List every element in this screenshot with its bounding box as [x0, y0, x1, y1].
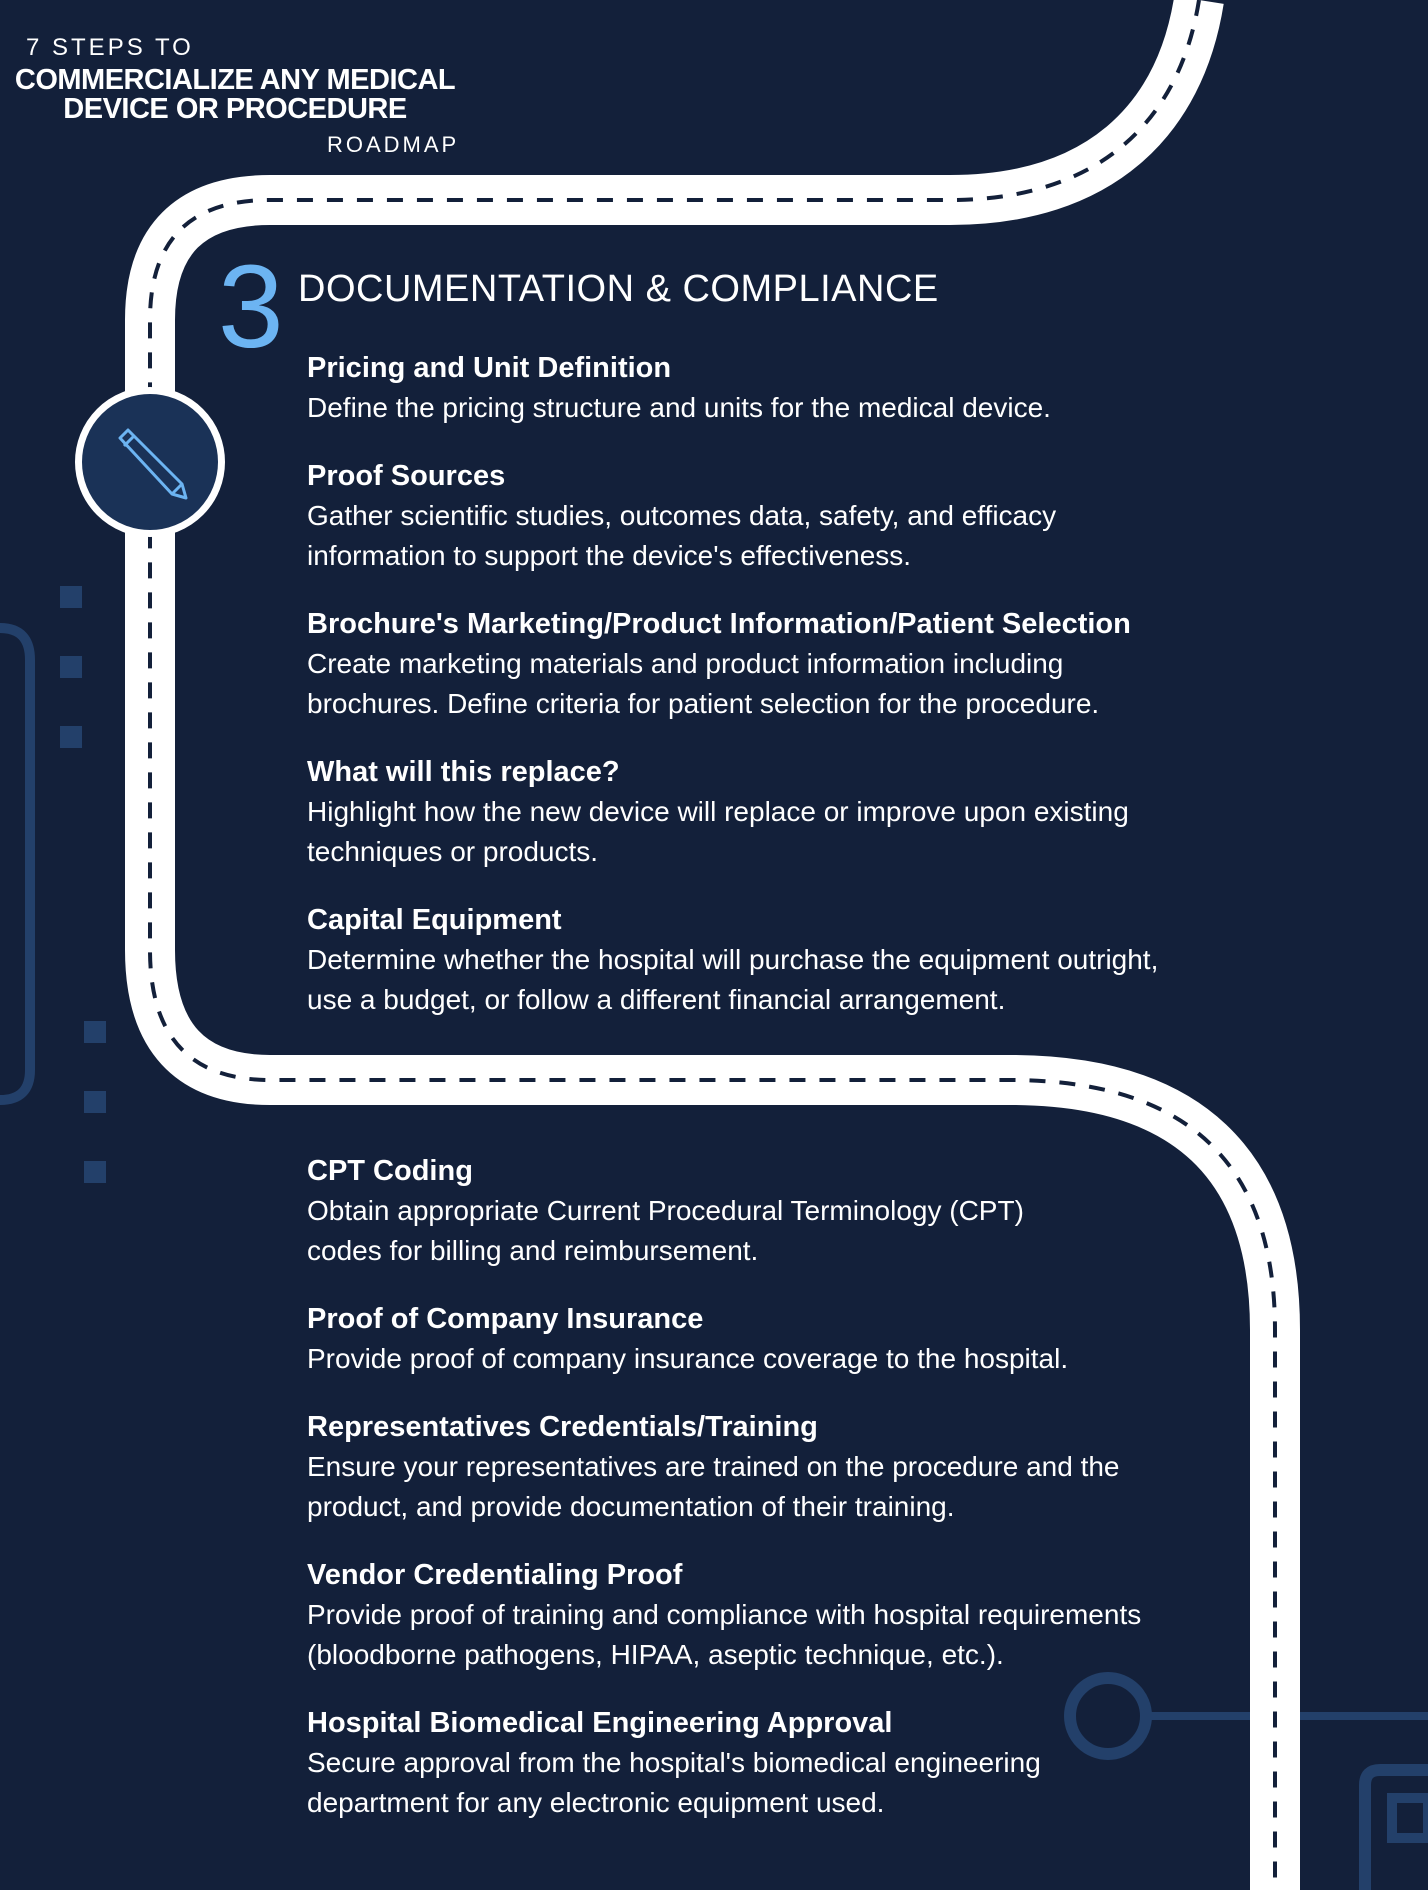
item-text: product, and provide documentation of th…	[307, 1491, 955, 1522]
item-text: Provide proof of company insurance cover…	[307, 1343, 1069, 1374]
section-list-top: Pricing and Unit Definition Define the p…	[307, 348, 1307, 1048]
list-item: CPT Coding Obtain appropriate Current Pr…	[307, 1151, 1307, 1271]
item-heading: What will this replace?	[307, 756, 620, 788]
item-text: Gather scientific studies, outcomes data…	[307, 500, 1057, 531]
item-text: Ensure your representatives are trained …	[307, 1451, 1120, 1482]
item-text: Obtain appropriate Current Procedural Te…	[307, 1195, 1024, 1226]
item-text: department for any electronic equipment …	[307, 1787, 885, 1818]
item-heading: Representatives Credentials/Training	[307, 1411, 818, 1443]
decorative-shapes	[60, 586, 106, 1183]
list-item: Hospital Biomedical Engineering Approval…	[307, 1703, 1307, 1823]
main-title: COMMERCIALIZE ANY MEDICAL DEVICE OR PROC…	[0, 66, 470, 124]
list-item: Representatives Credentials/Training Ens…	[307, 1407, 1307, 1527]
section-list-bottom: CPT Coding Obtain appropriate Current Pr…	[307, 1151, 1307, 1851]
item-text: Provide proof of training and compliance…	[307, 1599, 1142, 1630]
item-heading: Capital Equipment	[307, 904, 562, 936]
item-text: Create marketing materials and product i…	[307, 648, 1064, 679]
item-heading: Hospital Biomedical Engineering Approval	[307, 1707, 893, 1739]
step-icon-badge	[75, 387, 225, 537]
main-title-line-2: DEVICE OR PROCEDURE	[63, 93, 407, 125]
item-heading: CPT Coding	[307, 1155, 473, 1187]
item-text: Define the pricing structure and units f…	[307, 392, 1051, 423]
list-item: Capital Equipment Determine whether the …	[307, 900, 1307, 1020]
step-title: DOCUMENTATION & COMPLIANCE	[298, 268, 939, 310]
item-heading: Pricing and Unit Definition	[307, 352, 672, 384]
item-text: (bloodborne pathogens, HIPAA, aseptic te…	[307, 1639, 1004, 1670]
item-heading: Proof Sources	[307, 460, 506, 492]
item-heading: Vendor Credentialing Proof	[307, 1559, 683, 1591]
list-item: What will this replace? Highlight how th…	[307, 752, 1307, 872]
item-text: information to support the device's effe…	[307, 540, 912, 571]
item-text: brochures. Define criteria for patient s…	[307, 688, 1100, 719]
item-heading: Proof of Company Insurance	[307, 1303, 704, 1335]
subtitle: ROADMAP	[327, 132, 460, 157]
list-item: Vendor Credentialing Proof Provide proof…	[307, 1555, 1307, 1675]
item-text: codes for billing and reimbursement.	[307, 1235, 759, 1266]
item-text: Secure approval from the hospital's biom…	[307, 1747, 1041, 1778]
list-item: Pricing and Unit Definition Define the p…	[307, 348, 1307, 428]
step-number: 3	[218, 241, 284, 373]
item-text: Determine whether the hospital will purc…	[307, 944, 1159, 975]
main-title-line-1: COMMERCIALIZE ANY MEDICAL	[14, 64, 456, 96]
pre-title: 7 STEPS TO	[26, 34, 194, 61]
item-text: Highlight how the new device will replac…	[307, 796, 1129, 827]
item-text: techniques or products.	[307, 836, 599, 867]
pencil-icon	[118, 428, 188, 500]
item-heading: Brochure's Marketing/Product Information…	[307, 608, 1131, 640]
list-item: Proof of Company Insurance Provide proof…	[307, 1299, 1307, 1379]
list-item: Proof Sources Gather scientific studies,…	[307, 456, 1307, 576]
item-text: use a budget, or follow a different fina…	[307, 984, 1006, 1015]
list-item: Brochure's Marketing/Product Information…	[307, 604, 1307, 724]
